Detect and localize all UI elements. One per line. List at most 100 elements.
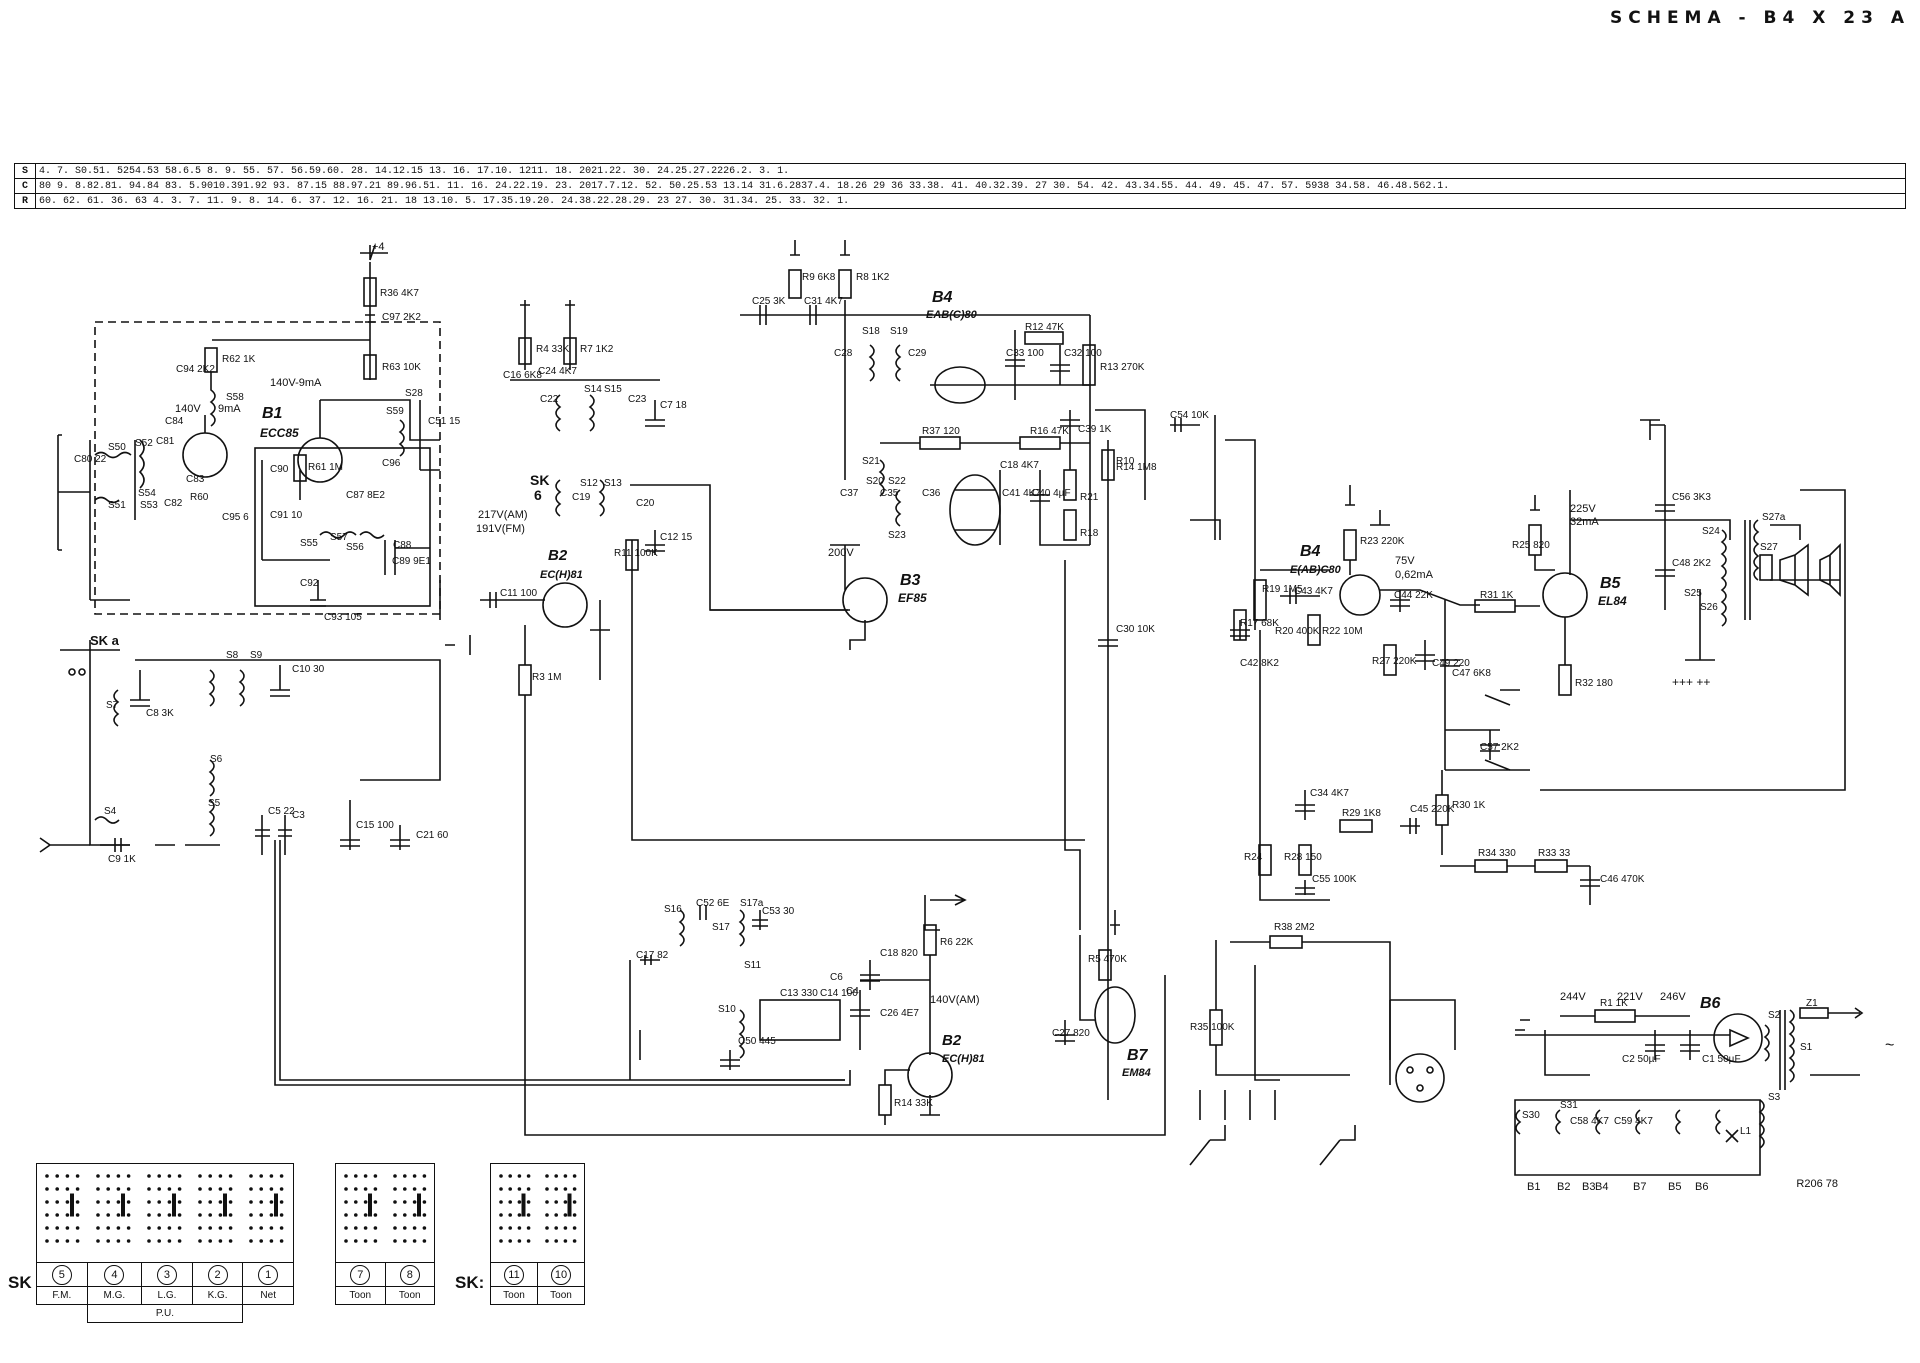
heater-b3: B3 [1582, 1181, 1595, 1193]
component-label-c42: C42 8K2 [1240, 658, 1279, 669]
switch-contact [208, 1187, 212, 1191]
resistor-r29 [1339, 819, 1373, 833]
component-label-r3: R3 1M [532, 672, 561, 683]
voltage-ps2: 221V [1617, 991, 1643, 1003]
switch-contact [167, 1174, 172, 1178]
component-label-r16: R16 47K [1030, 426, 1069, 437]
tube-b5 [1542, 572, 1588, 618]
switch-contact [422, 1200, 427, 1204]
tube-b2-fm-name: B2 [548, 547, 568, 564]
switch-contact [508, 1174, 513, 1178]
switch-contact [526, 1213, 531, 1217]
sk-bank1-num-2[interactable]: 2 [191, 1262, 244, 1287]
component-label-s28: S28 [405, 388, 423, 399]
component-label-s50: S50 [108, 442, 126, 453]
sk-bank2-num-8[interactable]: 8 [384, 1262, 435, 1287]
component-label-r61: R61 1M [308, 462, 343, 473]
component-label-r9: R9 6K8 [802, 272, 836, 283]
capacitor-c1 [1680, 1030, 1700, 1060]
component-label-s16: S16 [664, 904, 682, 915]
component-label-c43: C43 4K7 [1294, 586, 1333, 597]
component-label-c83: C83 [186, 474, 205, 485]
switch-contact [75, 1187, 80, 1191]
switch-ska-label: SK a [90, 633, 120, 648]
capacitor-c7 [645, 400, 665, 427]
component-label-c7: C7 18 [660, 400, 687, 411]
capacitor-c54 [1170, 418, 1190, 432]
component-label-r38: R38 2M2 [1274, 922, 1315, 933]
switch-contact [249, 1213, 253, 1217]
sk-bank3-num-11[interactable]: 11 [490, 1262, 538, 1287]
resistor-r27 [1383, 644, 1397, 676]
component-label-c18b: C18 820 [880, 948, 918, 959]
voltage-ps3: 246V [1660, 991, 1686, 1003]
switch-contact [344, 1239, 348, 1243]
switch-contact [75, 1213, 80, 1217]
sk-bank3-name-11: Toon [490, 1286, 538, 1305]
b2-am-section [629, 894, 967, 1125]
component-label-r63: R63 10K [382, 362, 421, 373]
switch-contact [403, 1213, 407, 1217]
sk-bank3-contacts [490, 1163, 585, 1263]
component-label-r14: R14 33K [894, 1098, 933, 1109]
component-label-s1: S1 [1800, 1042, 1813, 1053]
switch-contact [147, 1226, 151, 1230]
switch-contact [412, 1239, 417, 1243]
voltage-b1b: 140V [175, 403, 201, 415]
capacitor-c27 [1055, 1020, 1075, 1045]
ratio-detector-diodes [949, 474, 1001, 546]
component-label-c40: C40 4µF [1032, 488, 1071, 499]
component-label-c26: C26 4E7 [880, 1008, 919, 1019]
drawing-reference-code: R206 78 [1796, 1178, 1838, 1190]
switch-slider [274, 1193, 278, 1217]
switch-contact [344, 1213, 348, 1217]
switch-contact [116, 1174, 121, 1178]
coil-s18-s19 [868, 344, 902, 382]
resistor-r14 [878, 1084, 892, 1116]
sk-bank1-num-5[interactable]: 5 [36, 1262, 88, 1287]
component-label-c90: C90 [270, 464, 289, 475]
resistor-r23 [1343, 529, 1357, 561]
switch-contact [218, 1187, 223, 1191]
component-label-s22: S22 [888, 476, 906, 487]
sk-bank1-contact-grid [45, 1174, 284, 1243]
voltage-b4: 75V [1395, 555, 1415, 567]
sk-bank1-num-3[interactable]: 3 [141, 1262, 193, 1287]
capacitor-c49 [1415, 640, 1435, 670]
switch-contact [167, 1187, 172, 1191]
component-label-z1: Z1 [1806, 998, 1818, 1009]
tube-b1-name: B1 [262, 405, 283, 422]
sk-bank1-num-1[interactable]: 1 [242, 1262, 294, 1287]
coil-s55-s56 [319, 531, 385, 539]
switch-contact [499, 1200, 503, 1204]
switch-contact [96, 1174, 100, 1178]
sk-bank1-pu: P.U. [86, 1304, 244, 1323]
resistor-r37 [919, 436, 961, 450]
voltage-b2-fm2: 191V(FM) [476, 523, 525, 535]
switch-contact [363, 1226, 368, 1230]
switch-contact [45, 1226, 49, 1230]
switch-contact [106, 1174, 110, 1178]
capacitor-c26 [850, 990, 870, 1050]
component-label-c97: C97 2K2 [382, 312, 421, 323]
coil-s1 [1788, 1009, 1795, 1083]
resistor-r7 [563, 337, 577, 365]
resistor-r31 [1474, 599, 1516, 613]
component-label-c96: C96 [382, 458, 401, 469]
switch-contact [403, 1239, 407, 1243]
sk-bank1-num-4[interactable]: 4 [86, 1262, 143, 1287]
sk-bank2-num-7[interactable]: 7 [335, 1262, 386, 1287]
component-label-s56: S56 [346, 542, 364, 553]
switch-contact [96, 1213, 100, 1217]
switch-contact [393, 1200, 397, 1204]
component-label-c35: C35 [880, 488, 899, 499]
sk-bank3-num-10[interactable]: 10 [537, 1262, 585, 1287]
output-transformer-primary [1720, 529, 1727, 627]
resistor-r5 [1098, 949, 1112, 981]
component-label-c41: C41 4K7 [1002, 488, 1041, 499]
tube-b3 [842, 577, 888, 623]
switch-contact [508, 1239, 513, 1243]
switch-contact [259, 1200, 263, 1204]
pickup-right [1319, 1125, 1356, 1166]
component-label-s11: S11 [744, 960, 761, 971]
